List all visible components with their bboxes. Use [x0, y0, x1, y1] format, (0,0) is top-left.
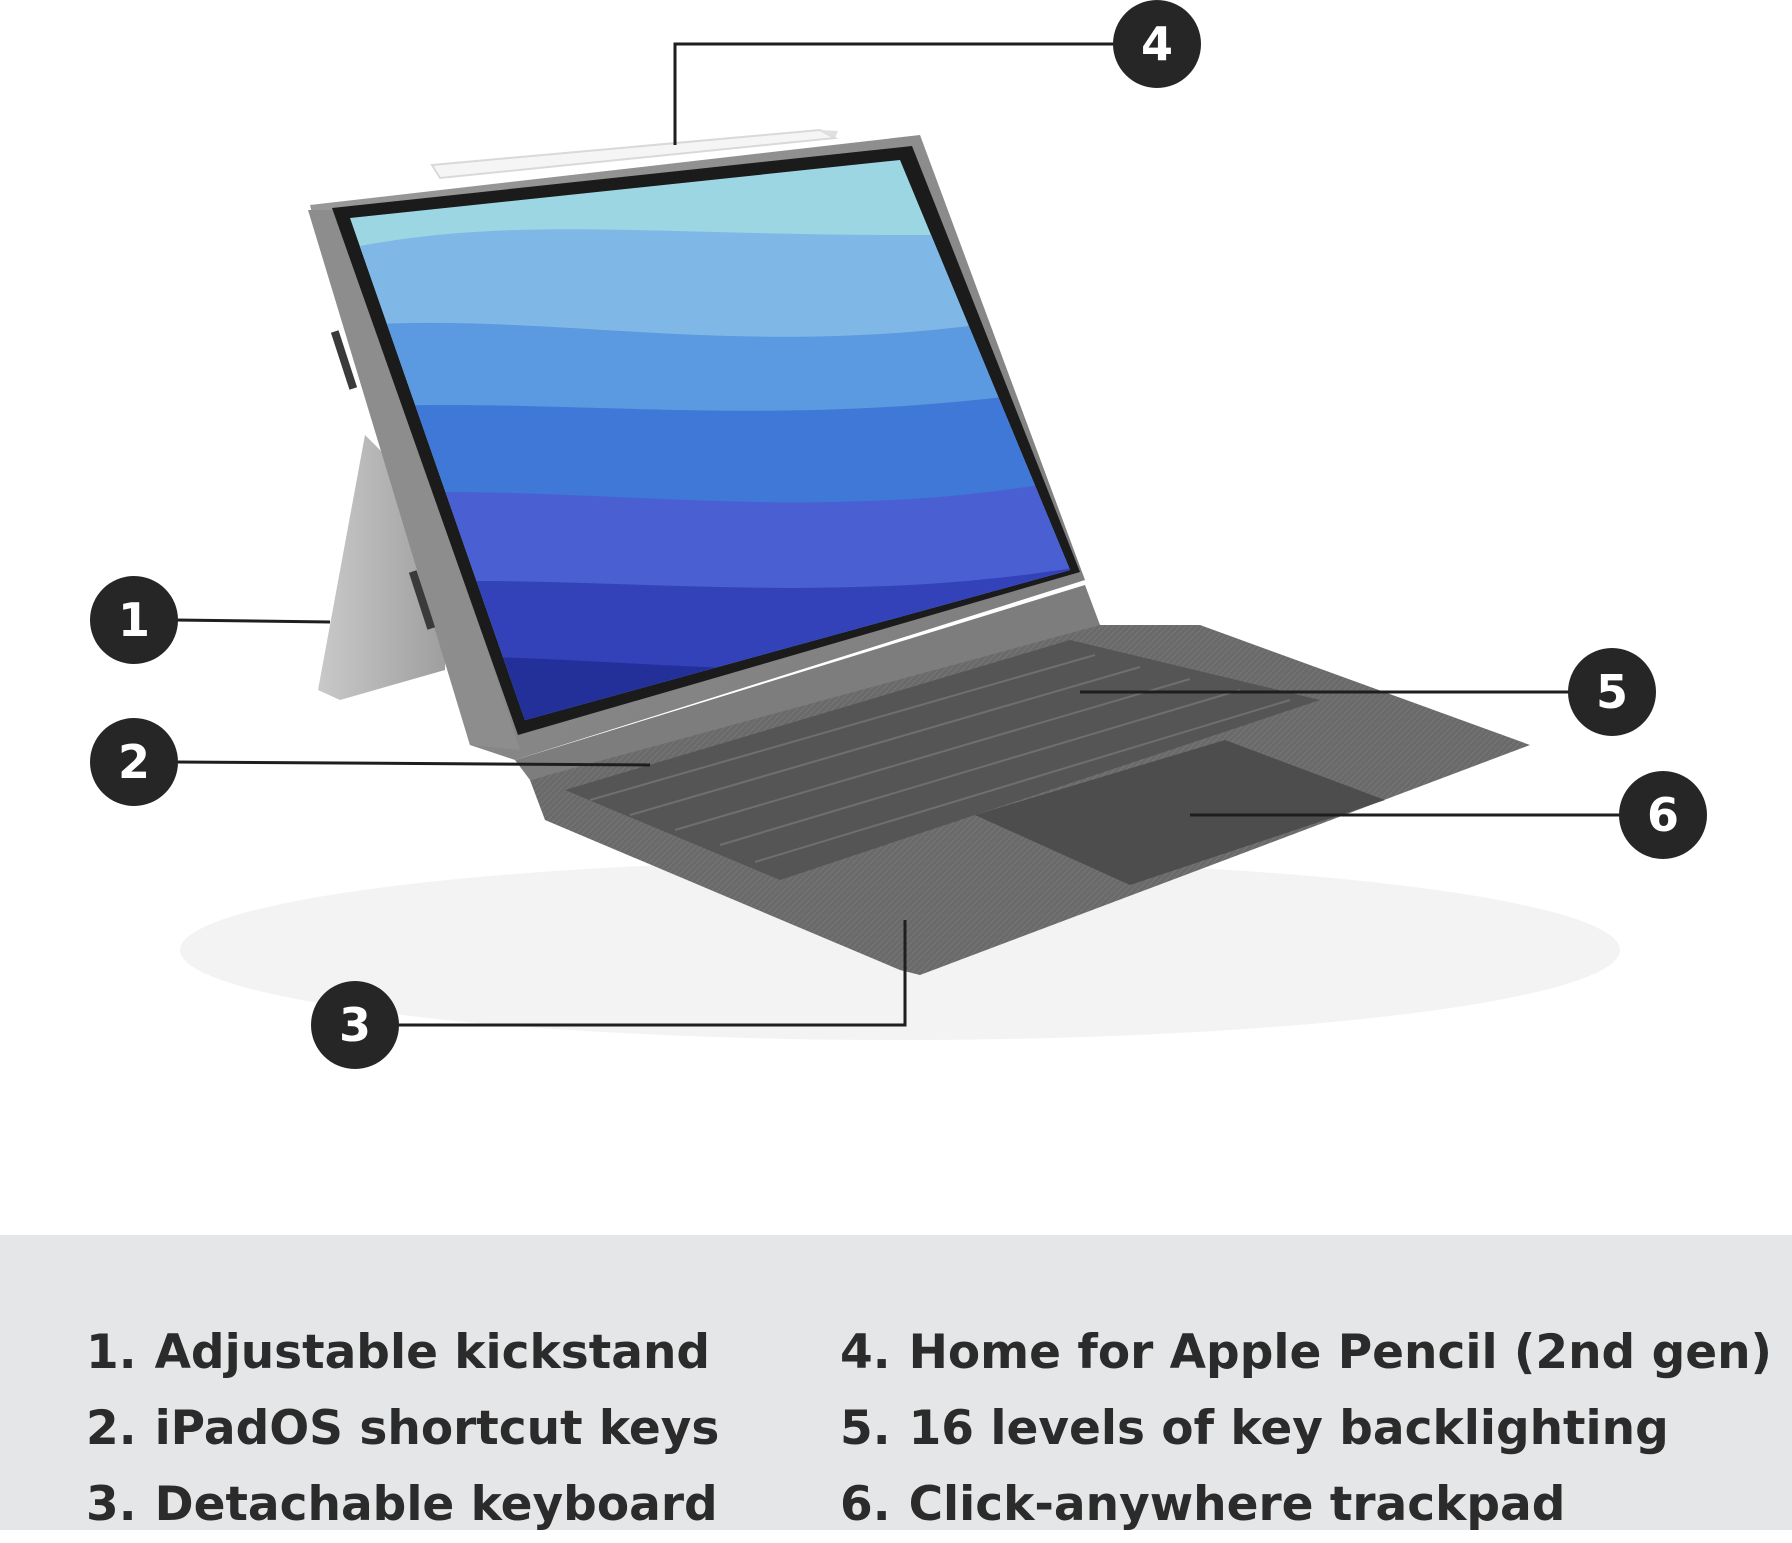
legend-column-right: 4. Home for Apple Pencil (2nd gen) 5. 16 l… [840, 1315, 1772, 1543]
legend-item-text: Click-anywhere trackpad [908, 1477, 1566, 1532]
legend-item-number: 1. [86, 1325, 137, 1380]
apple-pencil [430, 128, 839, 180]
leader-line-4 [673, 42, 1115, 145]
leader-line-2 [174, 760, 651, 767]
callout-4-number: 4 [1141, 17, 1173, 71]
legend-panel: 1. Adjustable kickstand 2. iPadOS shortcut… [0, 1235, 1792, 1532]
legend-item-text: Detachable keyboard [154, 1477, 718, 1532]
legend-item-5: 5. 16 levels of key backlighting [840, 1391, 1772, 1467]
callout-1: 1 [90, 576, 178, 664]
legend-item-number: 2. [86, 1401, 137, 1456]
callout-2-number: 2 [118, 735, 150, 789]
legend-item-4: 4. Home for Apple Pencil (2nd gen) [840, 1315, 1772, 1391]
case-side-edge [308, 210, 520, 750]
callout-5-number: 5 [1596, 665, 1628, 719]
legend-item-text: Adjustable kickstand [154, 1325, 711, 1380]
product-illustration: 1 2 3 4 5 6 [90, 0, 1707, 1069]
callout-2: 2 [90, 718, 178, 806]
legend-item-1: 1. Adjustable kickstand [86, 1315, 719, 1391]
legend-item-2: 2. iPadOS shortcut keys [86, 1391, 719, 1467]
callout-1-number: 1 [118, 593, 150, 647]
product-diagram: 1 2 3 4 5 6 [90, 0, 1707, 1069]
leader-line-3 [395, 920, 907, 1027]
keyboard-hinge [515, 585, 1100, 780]
callout-6-number: 6 [1647, 788, 1679, 842]
legend-item-3: 3. Detachable keyboard [86, 1467, 719, 1543]
legend-item-text: iPadOS shortcut keys [154, 1401, 720, 1456]
legend-item-text: 16 levels of key backlighting [908, 1401, 1669, 1456]
case-slot-2 [408, 570, 436, 630]
callout-5: 5 [1568, 648, 1656, 736]
callout-3: 3 [311, 981, 399, 1069]
callout-3-number: 3 [339, 998, 371, 1052]
legend-column-left: 1. Adjustable kickstand 2. iPadOS shortcut… [86, 1315, 719, 1543]
legend-item-number: 5. [840, 1401, 891, 1456]
leader-lines [174, 42, 1620, 1027]
legend-item-number: 6. [840, 1477, 891, 1532]
legend-item-number: 4. [840, 1325, 891, 1380]
key-grid [589, 654, 1291, 863]
callout-4: 4 [1113, 0, 1201, 88]
legend-item-number: 3. [86, 1477, 137, 1532]
legend-item-6: 6. Click-anywhere trackpad [840, 1467, 1772, 1543]
leader-line-1 [174, 618, 331, 624]
key-area [565, 640, 1320, 880]
callout-6: 6 [1619, 771, 1707, 859]
trackpad [975, 740, 1385, 885]
legend-item-text: Home for Apple Pencil (2nd gen) [908, 1325, 1773, 1380]
case-slot-1 [330, 330, 358, 390]
